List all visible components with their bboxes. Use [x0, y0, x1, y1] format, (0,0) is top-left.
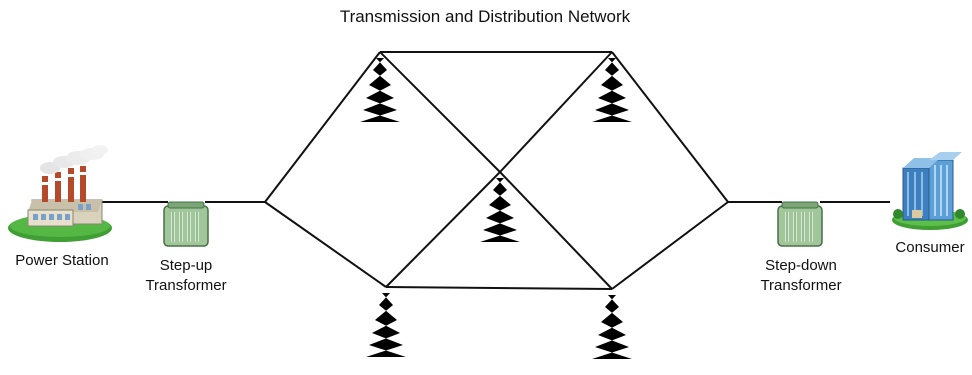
tower-icon	[586, 287, 638, 367]
power-station-icon	[8, 145, 112, 242]
tower-icon	[586, 50, 638, 130]
step-down-label-line-1: Step-down	[765, 257, 837, 274]
power-station-label: Power Station	[15, 252, 108, 269]
transmission-lines	[100, 51, 890, 290]
line-junction-to-bottom-left	[264, 201, 387, 288]
line-top-right-to-junction	[611, 51, 729, 203]
line-top-left-to-center	[379, 51, 501, 173]
line-bottom-left-to-bottom-right	[385, 286, 613, 290]
step-up-label-line-2: Transformer	[145, 277, 226, 294]
consumer-label: Consumer	[895, 239, 964, 256]
building-icon	[892, 152, 968, 230]
transformer-icon	[162, 200, 210, 248]
line-bottom-left-to-center	[385, 171, 501, 288]
step-down-label-line-2: Transformer	[760, 277, 841, 294]
tower-icon	[360, 285, 412, 365]
transformer-icon	[776, 200, 824, 248]
diagram-title: Transmission and Distribution Network	[340, 7, 631, 26]
tower-icon	[474, 170, 526, 250]
tower-icon	[354, 50, 406, 130]
step-up-label-line-1: Step-up	[160, 257, 213, 274]
line-center-to-top-right	[499, 51, 613, 173]
line-center-to-bottom-right	[499, 171, 613, 290]
line-bottom-right-to-junction	[611, 201, 729, 290]
line-junction-to-top-left	[264, 51, 381, 203]
